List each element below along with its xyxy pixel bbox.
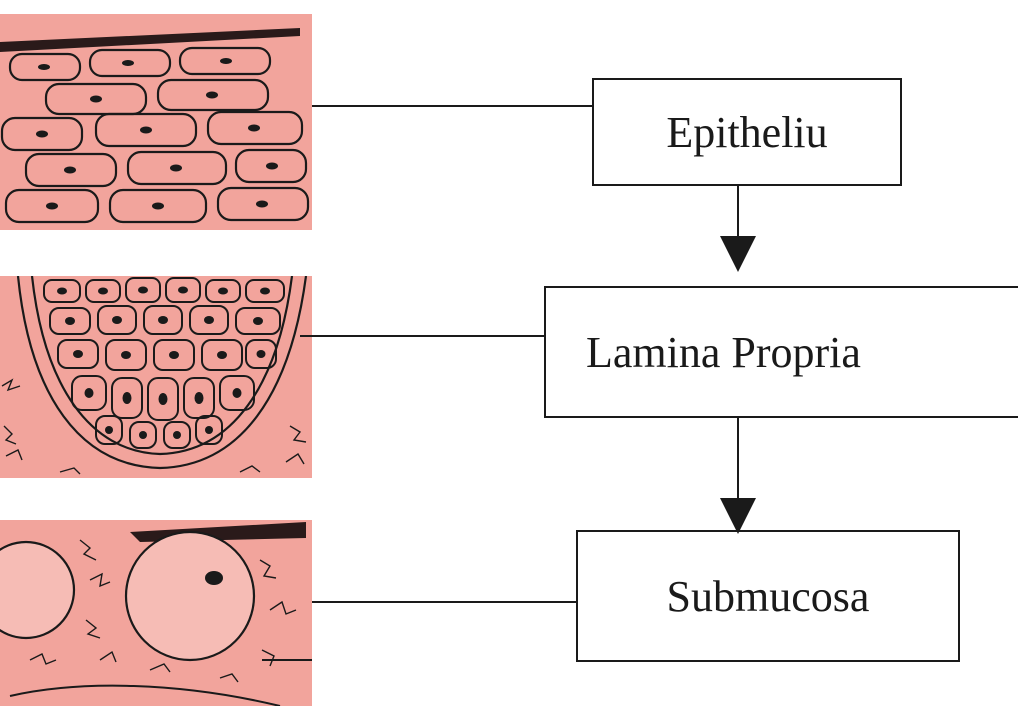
submucosa-drawing	[0, 520, 312, 706]
lamina-propria-drawing	[0, 276, 312, 478]
epithelium-label: Epitheliu	[666, 107, 827, 158]
arrow-head-lamina-to-submucosa	[720, 498, 756, 534]
fat-cell	[126, 532, 254, 660]
epithelium-label-box: Epitheliu	[592, 78, 902, 186]
submucosa-label-box: Submucosa	[576, 530, 960, 662]
epithelium-illustration	[0, 14, 312, 230]
epithelium-drawing	[0, 14, 312, 230]
lamina-propria-illustration	[0, 276, 312, 478]
submucosa-illustration	[0, 520, 312, 706]
lamina-propria-label-box: Lamina Propria	[544, 286, 1018, 418]
lamina-propria-label: Lamina Propria	[586, 327, 861, 378]
arrow-head-epithelium-to-lamina	[720, 236, 756, 272]
submucosa-label: Submucosa	[667, 571, 870, 622]
fat-cell-nucleus	[205, 571, 223, 585]
